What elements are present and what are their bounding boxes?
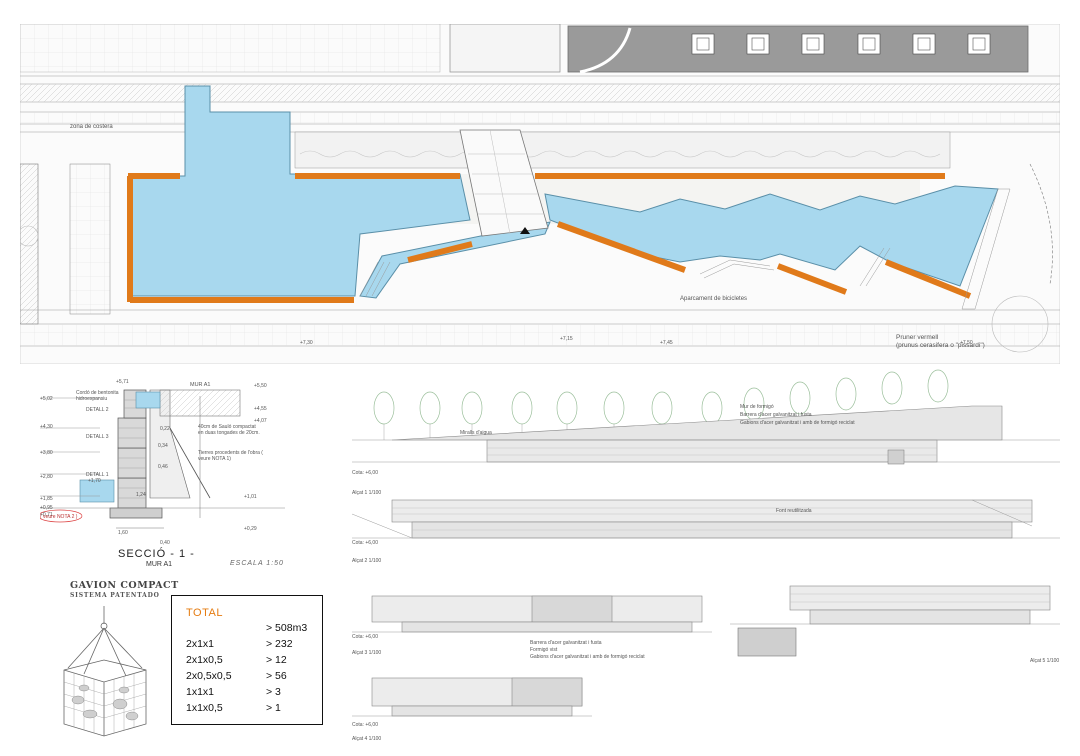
gabion-basket-icon [63, 606, 147, 737]
plan-level-1: +7,15 [560, 336, 573, 342]
elevation-trees [373, 369, 949, 425]
section-level-12: +1,01 [244, 494, 257, 500]
plan-level-2: +7,30 [300, 340, 313, 346]
total-row-value: > 12 [266, 654, 287, 666]
elevation-note-gabions-2: Gabions d'acer galvanitzat i amb de form… [530, 654, 645, 660]
total-row-value: > 232 [266, 638, 293, 650]
elevation-3-label: Alçat 3 1/100 [352, 650, 382, 656]
elevation-4-label: Alçat 4 1/100 [352, 736, 382, 742]
section-dim-0: 0,34 [158, 443, 168, 449]
total-table: TOTAL > 508m3 2x1x1 > 232 2x1x0,5 > 12 2… [171, 595, 323, 725]
section-level-11: +0,71 [40, 512, 53, 518]
section-level-3: +4,55 [254, 406, 267, 412]
section-label-detall2: DETALL 2 [86, 407, 109, 413]
elevation-note-formigo: Formigó vist [530, 647, 558, 653]
section-level-6: +3,80 [40, 450, 53, 456]
total-row-key: 2x0,5x0,5 [186, 670, 232, 682]
plan-level-3: +7,45 [660, 340, 673, 346]
plan-label-tree-2: (prunus cerasifera o "pissardi") [896, 342, 985, 349]
plan-label-tree-1: Pruner vermell [896, 334, 939, 341]
section-level-8: +1,85 [40, 496, 53, 502]
elevation-note-aigua: Miralls d'aigua [460, 430, 492, 436]
section-label-saulo: 40cm de Sauló compactat en duas tongades… [198, 424, 260, 436]
section-scale: ESCALA 1:50 [230, 560, 284, 567]
total-row-key: 2x1x1 [186, 638, 215, 650]
elevation-2-label: Alçat 2 1/100 [352, 558, 382, 564]
elevation-1-label: Alçat 1 1/100 [352, 490, 382, 496]
total-row-key: 2x1x0,5 [186, 654, 223, 666]
site-plan [20, 24, 1060, 364]
wall-section [40, 389, 285, 529]
total-title: TOTAL [186, 607, 223, 619]
section-level-13: +0,29 [244, 526, 257, 532]
elevation-3-cota: Cota: +6,00 [352, 634, 378, 640]
elevation-note-font: Font reutilitzada [776, 508, 812, 514]
total-row-value: > 56 [266, 670, 287, 682]
section-label-cordo: Cordó de bentonita hidroexpansiu [76, 390, 119, 402]
elevation-1-cota: Cota: +6,00 [352, 470, 378, 476]
section-level-2: +5,02 [40, 396, 53, 402]
section-level-5: +4,07 [254, 418, 267, 424]
elevation-note-barrera-2: Barrera d'acer galvanitzat i fusta [530, 640, 602, 646]
total-row-value: > 508m3 [266, 622, 308, 634]
elevation-5 [730, 585, 1060, 657]
total-row-value: > 1 [266, 702, 281, 714]
building-roof [567, 25, 1029, 73]
elevation-4 [352, 677, 592, 717]
total-row-key: 1x1x0,5 [186, 702, 223, 714]
elevation-5-label: Alçat 5 1/100 [1030, 658, 1060, 664]
section-level-10: +0,95 [40, 505, 53, 511]
elevation-4-cota: Cota: +6,00 [352, 722, 378, 728]
elevation-3 [352, 595, 712, 633]
section-label-detall3: DETALL 3 [86, 434, 109, 440]
section-label-detall1: DETALL 1 [86, 472, 109, 478]
section-level-9: +1,70 [88, 478, 101, 484]
section-level-7: +2,80 [40, 474, 53, 480]
section-title: SECCIÓ - 1 - [118, 548, 195, 560]
water-basin [129, 85, 471, 297]
footbridge [459, 129, 549, 237]
gavion-title: GAVION COMPACT [70, 580, 179, 591]
section-level-0: +5,71 [116, 379, 129, 385]
section-dim-1: 0,46 [158, 464, 168, 470]
section-label-mur: MUR A1 [190, 382, 211, 388]
gavion-subtitle: SISTEMA PATENTADO [70, 592, 160, 599]
section-dim-4: 0,40 [160, 540, 170, 546]
plan-label-bike: Aparcament de bicicletes [680, 296, 748, 302]
section-dim-3: 1,60 [118, 530, 128, 536]
section-level-4: +4,30 [40, 424, 53, 430]
section-label-terres: Tierres procedents de l'obra ( veure NOT… [198, 450, 263, 462]
elevation-note-mur: Mur de formigó [740, 404, 774, 410]
section-dim-2: 1,24 [136, 492, 146, 498]
section-level-1: +5,50 [254, 383, 267, 389]
plan-level-4: +7,50 [960, 340, 973, 346]
elevation-1 [352, 369, 1060, 465]
elevation-note-barrera: Barrera d'acer galvanitzat i fusta [740, 412, 812, 418]
gabion-walls [127, 173, 972, 303]
section-subtitle: MUR A1 [146, 561, 173, 568]
elevation-note-gabions: Gabions d'acer galvanitzat i amb de form… [740, 420, 855, 426]
section-label-nota: ( veure NOTA 2 ) [40, 514, 78, 520]
total-row-key: 1x1x1 [186, 686, 215, 698]
elevation-2 [352, 499, 1060, 539]
elevation-2-cota: Cota: +6,00 [352, 540, 378, 546]
total-row-value: > 3 [266, 686, 281, 698]
section-dim-5: 0,22 [160, 426, 170, 432]
water-channel [544, 185, 999, 287]
plan-label-wall: zona de costera [70, 124, 113, 130]
